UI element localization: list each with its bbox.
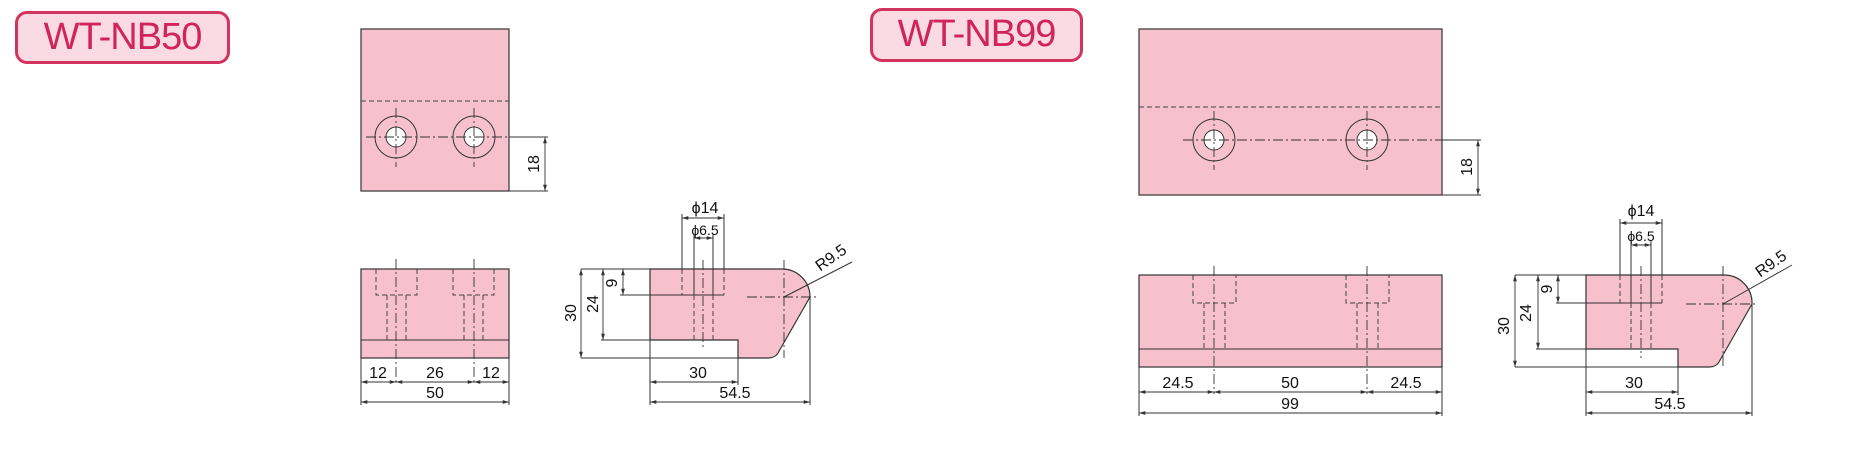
- dim-radius: R9.5: [1753, 248, 1791, 281]
- dim-length: 54.5: [1654, 396, 1685, 413]
- nb99-front-view: 24.5 50 24.5 99: [1138, 266, 1443, 416]
- dim-length: 54.5: [719, 385, 750, 402]
- dim-center: 26: [426, 365, 444, 382]
- dim-center: 50: [1281, 375, 1299, 392]
- dim-hole-dia: ϕ6.5: [1627, 228, 1655, 244]
- dim-hole-offset: 18: [526, 155, 543, 173]
- nb50-side-view: ϕ14 ϕ6.5 30 24 9 R9.5 30 54.5: [563, 200, 853, 405]
- dim-height: 30: [563, 304, 580, 322]
- dim-hole-dia: ϕ6.5: [691, 222, 719, 238]
- nb50-top-view: 18: [360, 28, 548, 192]
- dim-slot-depth: 24: [1518, 304, 1535, 322]
- nb99-side-view: ϕ14 ϕ6.5 30 24 9 R9.5 30 54.5: [1496, 203, 1793, 416]
- dim-hole-offset: 18: [1459, 158, 1476, 176]
- dim-counterbore-depth: 9: [604, 278, 621, 287]
- dim-total: 99: [1281, 396, 1299, 413]
- dim-counterbore-depth: 9: [1539, 284, 1556, 293]
- dim-height: 30: [1496, 317, 1513, 335]
- dim-radius: R9.5: [813, 242, 851, 275]
- model-badge-nb50: WT-NB50: [15, 11, 230, 64]
- dim-counterbore-dia: ϕ14: [692, 200, 719, 217]
- dim-counterbore-dia: ϕ14: [1628, 203, 1655, 220]
- dim-slot-depth: 24: [585, 295, 602, 313]
- dim-slot-width: 30: [1625, 375, 1643, 392]
- dim-slot-width: 30: [689, 365, 707, 382]
- dim-total: 50: [426, 385, 444, 402]
- dim-right: 24.5: [1390, 375, 1421, 392]
- model-badge-nb99: WT-NB99: [870, 8, 1083, 62]
- dim-left: 12: [369, 365, 387, 382]
- dim-left: 24.5: [1162, 375, 1193, 392]
- dim-right: 12: [482, 365, 500, 382]
- nb99-top-view: 18: [1138, 28, 1481, 196]
- nb50-front-view: 12 26 12 50: [360, 259, 510, 405]
